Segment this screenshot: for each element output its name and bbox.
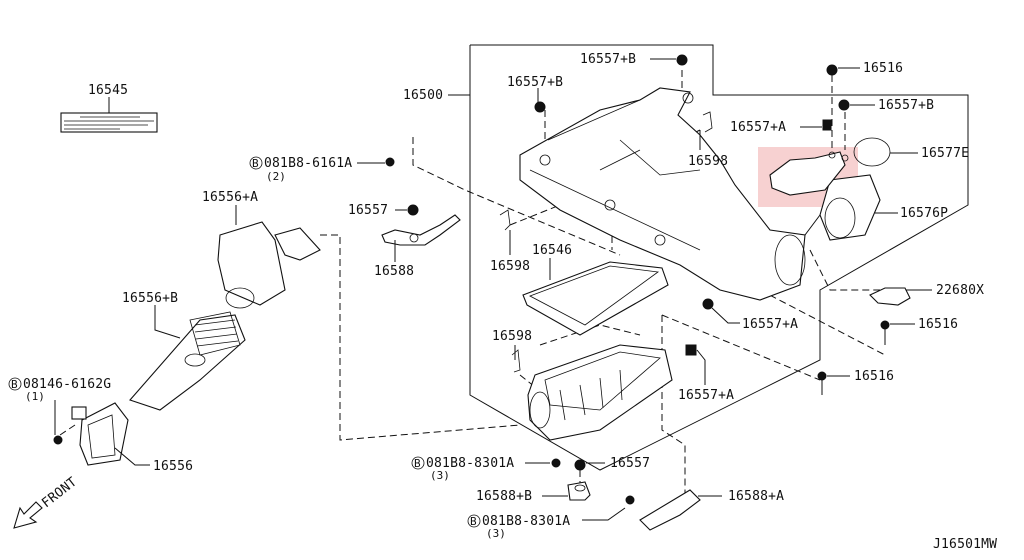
part-label-16588-a[interactable]: 16588+A [728,489,784,504]
part-label-16577e[interactable]: 16577E [921,146,969,161]
mass-airflow-sensor-22680X [869,287,911,306]
b-marker-icon [8,377,22,391]
part-label-16598-low[interactable]: 16598 [492,329,532,344]
part-label-16557-left[interactable]: 16557 [348,203,388,218]
part-label-16516-low[interactable]: 16516 [854,369,894,384]
part-qty-081b8-8301a-lower: (3) [486,527,506,540]
part-label-16557-a-top[interactable]: 16557+A [730,120,786,135]
part-label-16557-b-left[interactable]: 16557+B [507,75,563,90]
b-marker-text: B [11,378,18,391]
part-label-22680x[interactable]: 22680X [936,283,984,298]
part-label-16598-top[interactable]: 16598 [688,154,728,169]
intake-duct-16556A [217,221,321,309]
part-label-16576p[interactable]: 16576P [900,206,948,221]
part-label-16500[interactable]: 16500 [403,88,443,103]
diagram-reference-code: J16501MW [933,537,997,552]
part-label-16557-b-right[interactable]: 16557+B [878,98,934,113]
part-label-16557-a-low[interactable]: 16557+A [678,388,734,403]
air-cleaner-upper-cover [519,87,806,301]
part-labels: 16545 16500 16557+B 16557+B 16516 16557+… [8,52,997,552]
part-qty-081b8-6161a: (2) [266,170,286,183]
b-marker-icon [467,514,481,528]
part-label-16557-bottom[interactable]: 16557 [610,456,650,471]
assembly-outline [469,44,969,471]
part-label-16516-top[interactable]: 16516 [863,61,903,76]
front-label: FRONT [39,475,80,512]
bracket-16588 [381,214,461,246]
bracket-highlighted [769,151,849,196]
b-marker-text: B [470,515,477,528]
part-label-08146-6162g[interactable]: 08146-6162G [23,377,111,392]
b-marker-icon [411,456,425,470]
front-direction-arrow: FRONT [13,475,80,529]
part-label-081b8-8301a-upper[interactable]: 081B8-8301A [426,456,514,471]
bracket-16588B [567,481,591,501]
part-label-16545[interactable]: 16545 [88,83,128,98]
intake-duct-16556B [129,311,246,411]
part-qty-081b8-8301a-upper: (3) [430,469,450,482]
intake-duct-16556 [71,402,129,466]
part-label-16556-b[interactable]: 16556+B [122,291,178,306]
air-duct-16576P [804,137,891,241]
leader-lines [54,58,932,521]
part-label-16588[interactable]: 16588 [374,264,414,279]
b-marker-icon [249,156,263,170]
part-label-16557-a-mid[interactable]: 16557+A [742,317,798,332]
fasteners [53,54,890,505]
part-label-16598-mid[interactable]: 16598 [490,259,530,274]
part-label-16588-b[interactable]: 16588+B [476,489,532,504]
b-marker-text: B [414,457,421,470]
arrow-icon [13,501,43,529]
b-marker-text: B [252,157,259,170]
part-label-16546[interactable]: 16546 [532,243,572,258]
air-filter-16546 [522,258,669,336]
bracket-16588A [639,489,701,531]
part-label-16556[interactable]: 16556 [153,459,193,474]
part-label-16516-mid[interactable]: 16516 [918,317,958,332]
label-plate-16545 [60,97,158,133]
part-label-16556-a[interactable]: 16556+A [202,190,258,205]
part-label-081b8-6161a[interactable]: 081B8-6161A [264,156,352,171]
part-label-081b8-8301a-lower[interactable]: 081B8-8301A [482,514,570,529]
air-cleaner-lower-case [527,344,673,441]
part-label-16557-b-top[interactable]: 16557+B [580,52,636,67]
part-qty-08146-6162g: (1) [25,390,45,403]
